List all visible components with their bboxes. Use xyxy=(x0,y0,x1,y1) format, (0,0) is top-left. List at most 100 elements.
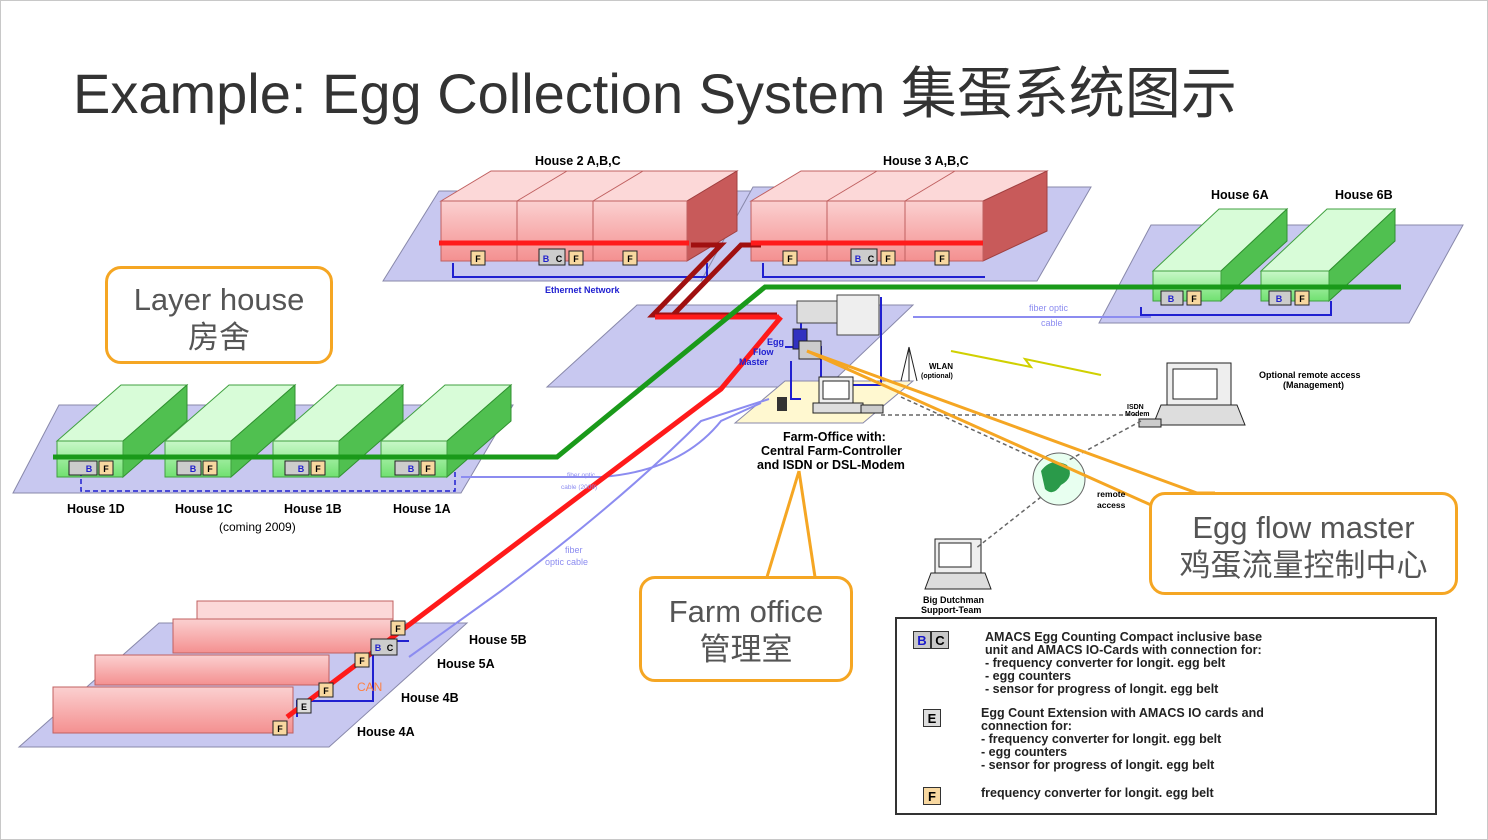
label-wlan-2: (optional) xyxy=(921,373,953,380)
svg-text:F: F xyxy=(103,464,109,474)
label-remote-access-2: access xyxy=(1097,500,1126,510)
label-house3: House 3 A,B,C xyxy=(883,154,969,168)
label-house6b: House 6B xyxy=(1335,188,1393,202)
label-house1c-sub: (coming 2009) xyxy=(219,520,296,534)
svg-text:B: B xyxy=(1168,294,1175,304)
globe-icon xyxy=(1032,452,1086,506)
label-fiber-top-2: cable xyxy=(1041,318,1063,328)
svg-text:F: F xyxy=(475,254,481,264)
label-remote-opt-1: Optional remote access xyxy=(1259,370,1361,380)
svg-text:F: F xyxy=(277,724,283,734)
svg-text:F: F xyxy=(1299,294,1305,304)
callout-layer-house-zh: 房舍 xyxy=(188,320,250,355)
svg-text:C: C xyxy=(556,254,563,264)
label-house1c: House 1C xyxy=(175,502,233,516)
label-remote-access-1: remote xyxy=(1097,489,1126,499)
label-fiber-mid-2: cable (2009) xyxy=(561,484,597,491)
label-house1a: House 1A xyxy=(393,502,451,516)
label-bd-2: Support-Team xyxy=(921,605,981,615)
svg-text:F: F xyxy=(1191,294,1197,304)
svg-text:B: B xyxy=(1276,294,1283,304)
svg-text:B: B xyxy=(190,464,197,474)
label-fiber-mid-1: fiber optic xyxy=(567,472,596,479)
legend-e-text: Egg Count Extension with AMACS IO cards … xyxy=(981,706,1264,772)
label-egg-flow-2: Flow xyxy=(753,347,774,357)
legend-f-text: frequency converter for longit. egg belt xyxy=(981,786,1214,800)
svg-text:F: F xyxy=(315,464,321,474)
label-house5b: House 5B xyxy=(469,633,527,647)
callout-farm-office: Farm office 管理室 xyxy=(639,576,853,682)
label-fiber-low-2: optic cable xyxy=(545,557,588,567)
label-egg-flow-1: Egg xyxy=(767,337,784,347)
legend-badge-e: E xyxy=(923,709,941,727)
label-ethernet: Ethernet Network xyxy=(545,285,621,295)
callout-farm-office-en: Farm office xyxy=(668,594,824,629)
label-can: CAN xyxy=(357,680,382,694)
label-isdn-2: Modem xyxy=(1125,411,1150,418)
green-cable xyxy=(53,284,1401,460)
label-fiber-top-1: fiber optic xyxy=(1029,303,1069,313)
svg-text:F: F xyxy=(885,254,891,264)
legend-badge-c: C xyxy=(931,631,949,649)
label-house6a: House 6A xyxy=(1211,188,1269,202)
house4-5-buildings xyxy=(52,600,394,734)
legend-badge-b: B xyxy=(913,631,931,649)
house3-buildings xyxy=(749,170,1049,262)
svg-text:B: B xyxy=(86,464,93,474)
svg-text:B: B xyxy=(543,254,550,264)
svg-text:F: F xyxy=(627,254,633,264)
laptop-support xyxy=(924,538,992,590)
label-house2: House 2 A,B,C xyxy=(535,154,621,168)
laptop-remote xyxy=(1138,362,1246,428)
label-wlan-1: WLAN xyxy=(929,362,953,371)
label-house4a: House 4A xyxy=(357,725,415,739)
label-house1b: House 1B xyxy=(284,502,342,516)
callout-egg-flow-master: Egg flow master 鸡蛋流量控制中心 xyxy=(1149,492,1458,595)
label-farm-office-1: Farm-Office with: xyxy=(783,430,886,444)
label-isdn-1: ISDN xyxy=(1127,404,1144,411)
label-farm-office-2: Central Farm-Controller xyxy=(761,444,902,458)
svg-text:B: B xyxy=(408,464,415,474)
svg-text:B: B xyxy=(375,643,382,653)
red-cable xyxy=(285,240,983,719)
svg-text:F: F xyxy=(939,254,945,264)
label-fiber-low-1: fiber xyxy=(565,545,583,555)
svg-text:C: C xyxy=(387,643,394,653)
svg-text:F: F xyxy=(359,656,365,666)
callout-egg-flow-master-zh: 鸡蛋流量控制中心 xyxy=(1179,548,1428,583)
label-house1d: House 1D xyxy=(67,502,125,516)
callout-layer-house-en: Layer house xyxy=(133,282,305,317)
svg-text:F: F xyxy=(207,464,213,474)
label-house5a: House 5A xyxy=(437,657,495,671)
callout-egg-flow-master-en: Egg flow master xyxy=(1192,510,1415,545)
svg-text:B: B xyxy=(855,254,862,264)
wlan-antenna xyxy=(900,346,918,382)
svg-text:F: F xyxy=(323,686,329,696)
label-farm-office-3: and ISDN or DSL-Modem xyxy=(757,458,905,472)
svg-text:F: F xyxy=(573,254,579,264)
farm-office-pc xyxy=(777,376,884,414)
legend-badge-f: F xyxy=(923,787,941,805)
label-remote-opt-2: (Management) xyxy=(1283,380,1344,390)
label-house4b: House 4B xyxy=(401,691,459,705)
wlan-signal xyxy=(950,350,1102,376)
callout-farm-office-zh: 管理室 xyxy=(699,632,793,667)
legend-bc-text: AMACS Egg Counting Compact inclusive bas… xyxy=(985,630,1263,696)
house1-buildings xyxy=(55,383,513,479)
label-bd-1: Big Dutchman xyxy=(923,595,984,605)
page-title: Example: Egg Collection System 集蛋系统图示 xyxy=(73,62,1237,125)
svg-text:C: C xyxy=(868,254,875,264)
callout-layer-house: Layer house 房舍 xyxy=(105,266,333,364)
egg-flow-master-device xyxy=(792,294,880,360)
svg-text:B: B xyxy=(298,464,305,474)
label-egg-flow-3: Master xyxy=(739,357,769,367)
legend: B C AMACS Egg Counting Compact inclusive… xyxy=(895,617,1437,815)
house1-dashed-lines xyxy=(80,471,456,492)
svg-text:F: F xyxy=(425,464,431,474)
svg-text:E: E xyxy=(301,702,307,712)
remote-dashed-lines xyxy=(881,396,1142,550)
svg-text:F: F xyxy=(787,254,793,264)
